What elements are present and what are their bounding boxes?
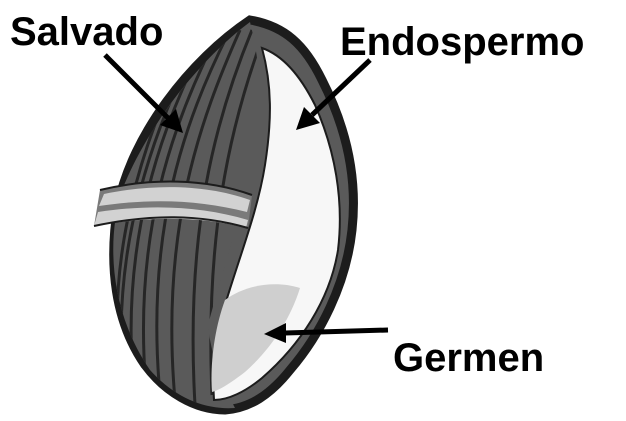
germ-label: Germen: [393, 338, 544, 378]
germ-arrow: [264, 323, 388, 343]
endosperm-label: Endospermo: [340, 22, 584, 62]
bran-label: Salvado: [10, 12, 163, 52]
